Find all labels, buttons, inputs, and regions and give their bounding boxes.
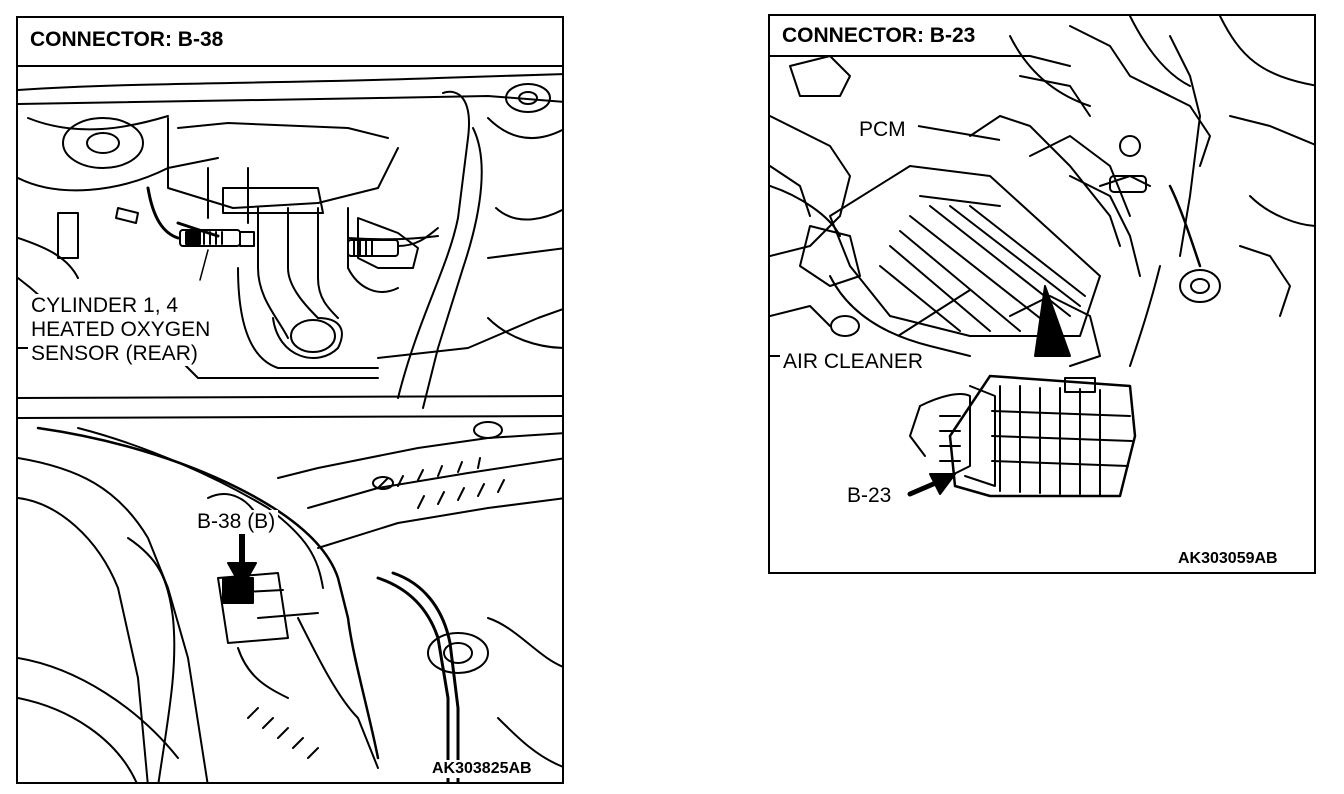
b38-engine-illustration: [18, 65, 562, 782]
pcm-label: PCM: [856, 118, 909, 142]
sensor-label-line-3: SENSOR (REAR): [31, 342, 198, 365]
connector-b38-panel: CONNECTOR: B-38 CYLINDER 1, 4 HEATED OXY…: [16, 16, 564, 784]
b38-connector-label: B-38 (B): [194, 510, 279, 534]
engine-bay-drawing: [770, 16, 1314, 498]
connector-b23-title: CONNECTOR: B-23: [778, 24, 980, 48]
connector-b38-title: CONNECTOR: B-38: [26, 28, 228, 52]
b38-figure-code: AK303825AB: [428, 760, 536, 778]
sensor-label-line-2: HEATED OXYGEN: [31, 318, 211, 341]
b23-connector-label: B-23: [844, 484, 895, 508]
b23-engine-illustration: [770, 16, 1314, 498]
oxygen-sensor-label: CYLINDER 1, 4 HEATED OXYGEN SENSOR (REAR…: [28, 294, 214, 366]
sensor-label-line-1: CYLINDER 1, 4: [31, 294, 179, 317]
air-cleaner-label: AIR CLEANER: [780, 350, 927, 374]
b23-figure-code: AK303059AB: [1174, 550, 1282, 568]
connector-b23-panel: CONNECTOR: B-23 PCM AIR CLEANER B-23 AK3…: [768, 14, 1316, 574]
lower-engine-drawing: [18, 415, 562, 782]
